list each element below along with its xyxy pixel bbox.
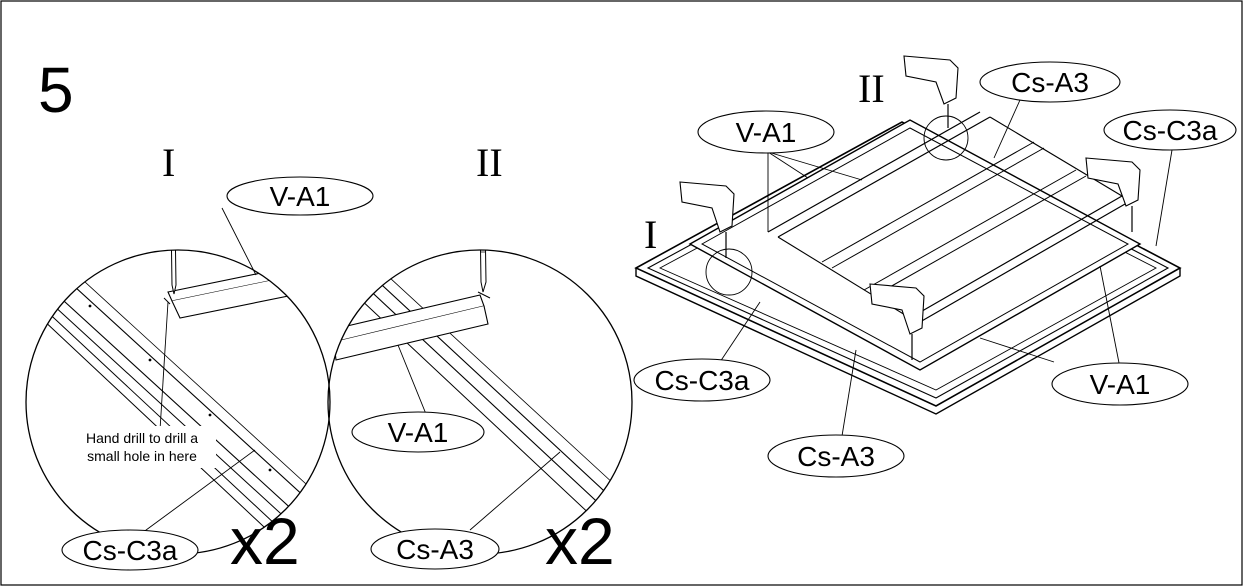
detail-i: I (25, 140, 374, 578)
drill-icon (903, 55, 959, 128)
detail-ii-roman-label: II (476, 140, 503, 185)
detail-ii: II V-A1 Cs-A3 x2 (327, 140, 633, 578)
assembly-marker-i: I (644, 212, 657, 257)
assembly-detail-ii-circle (923, 115, 969, 161)
drill-icon (1085, 157, 1141, 232)
assembly-detail-i-circle (705, 248, 753, 296)
detail-i-note-line1: Hand drill to drill a (86, 430, 198, 446)
assembly-label-top-right-2: Cs-C3a (1123, 115, 1218, 146)
detail-i-note-line2: small hole in here (87, 448, 197, 464)
detail-ii-drawing (329, 250, 632, 536)
assembly-drawing: I II Cs-A3 Cs-C3a V-A1 V-A1 Cs-C3a Cs-A3 (633, 55, 1237, 478)
step-number: 5 (38, 54, 74, 126)
drill-icon (679, 181, 735, 258)
detail-ii-quantity: x2 (545, 504, 615, 578)
detail-i-quantity: x2 (230, 504, 300, 578)
detail-i-part-label-bottom: Cs-C3a (83, 535, 178, 566)
detail-ii-part-label-bottom: Cs-A3 (396, 534, 474, 565)
drill-icon (869, 283, 925, 360)
detail-i-part-label-top: V-A1 (270, 181, 331, 212)
assembly-label-bottom-left: Cs-C3a (655, 365, 750, 396)
assembly-marker-ii: II (858, 66, 885, 111)
assembly-label-top-right-1: Cs-A3 (1011, 67, 1089, 98)
assembly-label-top-left: V-A1 (736, 117, 797, 148)
assembly-label-bottom-center: Cs-A3 (797, 441, 875, 472)
detail-i-roman-label: I (162, 140, 175, 185)
assembly-label-bottom-right: V-A1 (1090, 369, 1151, 400)
detail-ii-part-label-middle: V-A1 (388, 417, 449, 448)
